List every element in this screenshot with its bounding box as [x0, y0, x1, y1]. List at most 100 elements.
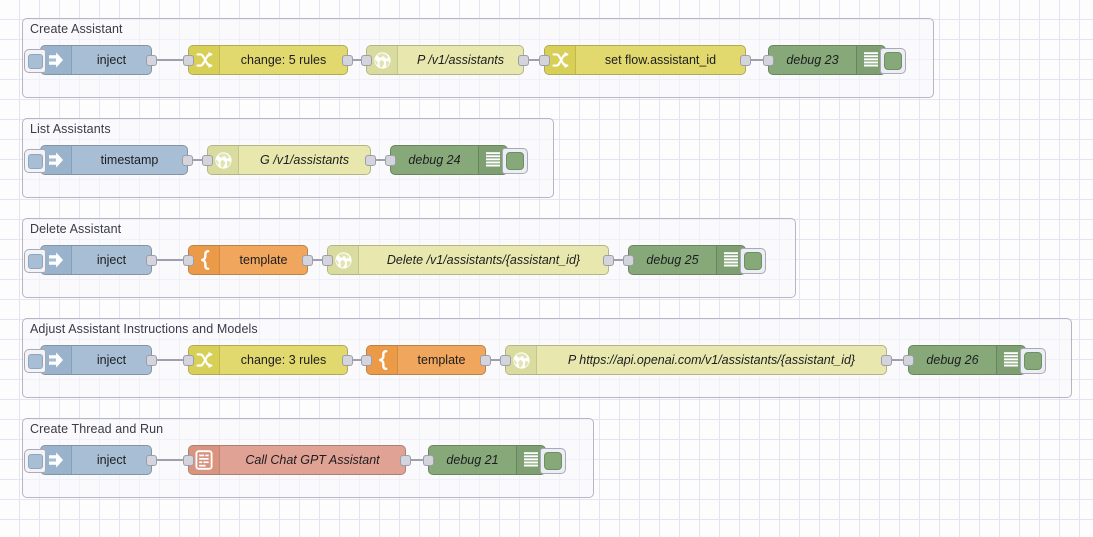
inject-trigger-button[interactable]	[24, 49, 46, 73]
node-output-port[interactable]	[146, 55, 157, 66]
node-input-port[interactable]	[202, 155, 213, 166]
node-link-wire[interactable]	[152, 359, 188, 362]
inject-arrow-icon	[41, 246, 72, 274]
node-output-port[interactable]	[740, 55, 751, 66]
node-output-port[interactable]	[881, 355, 892, 366]
node-input-port[interactable]	[183, 455, 194, 466]
node-inject[interactable]: inject	[24, 45, 157, 75]
node-input-port[interactable]	[763, 55, 774, 66]
node-label: debug 23	[786, 53, 839, 67]
debug-toggle-button[interactable]	[880, 48, 906, 74]
node-change[interactable]: change: 3 rules	[183, 345, 353, 375]
node-label: change: 3 rules	[240, 353, 327, 367]
node-input-port[interactable]	[322, 255, 333, 266]
node-template[interactable]: template	[183, 245, 313, 275]
debug-toggle-button[interactable]	[540, 448, 566, 474]
node-output-port[interactable]	[146, 455, 157, 466]
node-link-wire[interactable]	[609, 259, 628, 262]
node-output-port[interactable]	[603, 255, 614, 266]
node-label: template	[417, 353, 466, 367]
node-input-port[interactable]	[361, 55, 372, 66]
node-input-port[interactable]	[183, 355, 194, 366]
node-link-wire[interactable]	[348, 359, 366, 362]
node-link-wire[interactable]	[486, 359, 505, 362]
node-link-wire[interactable]	[746, 59, 768, 62]
node-template[interactable]: template	[361, 345, 491, 375]
node-label: Delete /v1/assistants/{assistant_id}	[386, 253, 581, 267]
node-inject[interactable]: inject	[24, 345, 157, 375]
inject-trigger-button[interactable]	[24, 449, 46, 473]
inject-trigger-button[interactable]	[24, 249, 46, 273]
node-output-port[interactable]	[302, 255, 313, 266]
node-link-wire[interactable]	[524, 59, 544, 62]
node-output-port[interactable]	[400, 455, 411, 466]
node-link-wire[interactable]	[152, 459, 188, 462]
node-label: debug 21	[446, 453, 499, 467]
braces-icon	[367, 346, 398, 374]
node-input-port[interactable]	[500, 355, 511, 366]
node-inject[interactable]: timestamp	[24, 145, 193, 175]
node-link-wire[interactable]	[152, 259, 188, 262]
node-label: debug 24	[408, 153, 461, 167]
node-inject[interactable]: inject	[24, 445, 157, 475]
node-function[interactable]: Call Chat GPT Assistant	[183, 445, 411, 475]
node-input-port[interactable]	[623, 255, 634, 266]
flow-group-label: List Assistants	[30, 122, 111, 136]
node-output-port[interactable]	[518, 55, 529, 66]
node-http[interactable]: Delete /v1/assistants/{assistant_id}	[322, 245, 614, 275]
flow-group-label: Create Thread and Run	[30, 422, 164, 436]
node-label: inject	[96, 353, 127, 367]
node-input-port[interactable]	[183, 255, 194, 266]
inject-trigger-button[interactable]	[24, 349, 46, 373]
inject-arrow-icon	[41, 46, 72, 74]
node-label: change: 5 rules	[240, 53, 327, 67]
node-label: inject	[96, 53, 127, 67]
node-debug[interactable]: debug 23	[763, 45, 906, 75]
change-swap-icon	[189, 46, 220, 74]
node-input-port[interactable]	[183, 55, 194, 66]
node-debug[interactable]: debug 26	[903, 345, 1046, 375]
node-input-port[interactable]	[423, 455, 434, 466]
change-swap-icon	[545, 46, 576, 74]
inject-arrow-icon	[41, 346, 72, 374]
node-link-wire[interactable]	[406, 459, 428, 462]
node-input-port[interactable]	[903, 355, 914, 366]
node-debug[interactable]: debug 25	[623, 245, 766, 275]
node-change[interactable]: change: 5 rules	[183, 45, 353, 75]
node-output-port[interactable]	[480, 355, 491, 366]
debug-toggle-button[interactable]	[740, 248, 766, 274]
node-label: inject	[96, 453, 127, 467]
node-output-port[interactable]	[342, 355, 353, 366]
inject-arrow-icon	[41, 446, 72, 474]
node-label: Call Chat GPT Assistant	[245, 453, 380, 467]
node-output-port[interactable]	[182, 155, 193, 166]
node-link-wire[interactable]	[887, 359, 908, 362]
inject-trigger-button[interactable]	[24, 149, 46, 173]
node-output-port[interactable]	[365, 155, 376, 166]
node-link-wire[interactable]	[308, 259, 327, 262]
node-debug[interactable]: debug 24	[385, 145, 528, 175]
node-http[interactable]: G /v1/assistants	[202, 145, 376, 175]
node-output-port[interactable]	[146, 255, 157, 266]
globe-icon	[328, 246, 359, 274]
node-change[interactable]: set flow.assistant_id	[539, 45, 751, 75]
node-http[interactable]: P https://api.openai.com/v1/assistants/{…	[500, 345, 892, 375]
debug-toggle-button[interactable]	[1020, 348, 1046, 374]
node-link-wire[interactable]	[152, 59, 188, 62]
node-input-port[interactable]	[539, 55, 550, 66]
node-link-wire[interactable]	[371, 159, 390, 162]
node-label: G /v1/assistants	[260, 153, 349, 167]
node-inject[interactable]: inject	[24, 245, 157, 275]
node-http[interactable]: P /v1/assistants	[361, 45, 529, 75]
node-input-port[interactable]	[361, 355, 372, 366]
debug-toggle-button[interactable]	[502, 148, 528, 174]
node-input-port[interactable]	[385, 155, 396, 166]
node-output-port[interactable]	[146, 355, 157, 366]
node-debug[interactable]: debug 21	[423, 445, 566, 475]
flow-group-label: Adjust Assistant Instructions and Models	[30, 322, 258, 336]
node-link-wire[interactable]	[348, 59, 366, 62]
node-link-wire[interactable]	[188, 159, 207, 162]
node-label: debug 26	[926, 353, 979, 367]
node-output-port[interactable]	[342, 55, 353, 66]
